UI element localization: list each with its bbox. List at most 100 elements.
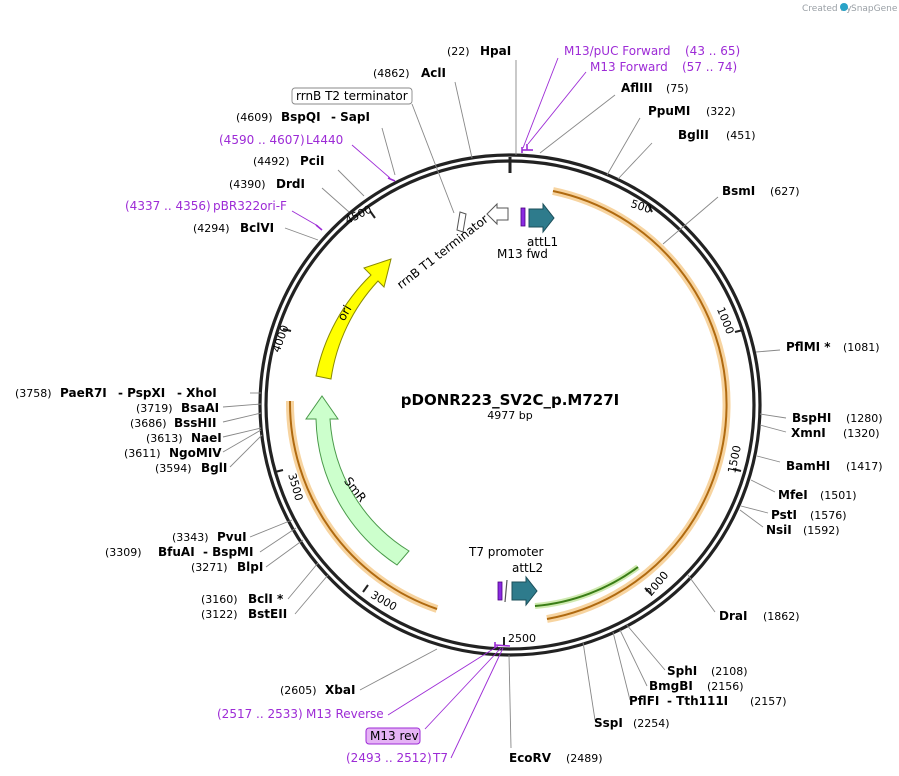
- site-pos-nsii: (1592): [803, 524, 840, 537]
- site-pos-paer7i: (3758): [15, 387, 52, 400]
- site-name-tth111i: - Tth111I: [667, 694, 728, 708]
- site-pos-psti: (1576): [810, 509, 847, 522]
- site-name-xhoi: - XhoI: [177, 386, 217, 400]
- site-pos-pcii: (4492): [253, 155, 290, 168]
- site-pos-bmgbi: (2156): [707, 680, 744, 693]
- site-name-bsteii: BstEII: [248, 607, 287, 621]
- m13-fwd-label: M13 fwd: [497, 247, 548, 261]
- site-name-acli: AclI: [421, 66, 446, 80]
- site-pos-mfei: (1501): [820, 489, 857, 502]
- site-name-bgli: BglI: [201, 461, 227, 475]
- site-name-afliii: AflIII: [621, 81, 653, 95]
- primer-name-m13rev: M13 Reverse: [306, 707, 384, 721]
- site-pos-blpi: (3271): [191, 561, 228, 574]
- site-pos-sspi: (2254): [633, 717, 670, 730]
- site-name-bcli: BclI *: [248, 592, 284, 606]
- site-pos-bclvi: (4294): [193, 222, 230, 235]
- snapgene-logo-icon: [840, 3, 848, 11]
- tick-1500: 1500: [725, 444, 744, 474]
- site-pos-bfuai: (3309): [105, 546, 142, 559]
- site-name-sphi: SphI: [667, 664, 697, 678]
- attl2-label: attL2: [512, 561, 543, 575]
- site-pos-xmni: (1320): [843, 427, 880, 440]
- primer-name-t7: T7: [432, 751, 448, 765]
- primer-leaders: [291, 57, 587, 759]
- site-pos-bgli: (3594): [155, 462, 192, 475]
- primer-name-m13puc: M13/pUC Forward: [564, 44, 671, 58]
- attl1-label: attL1: [527, 235, 558, 249]
- site-name-bspmi: - BspMI: [203, 545, 253, 559]
- site-pos-pflfi: (2157): [750, 695, 787, 708]
- site-name-bmgbi: BmgBI: [649, 679, 693, 693]
- site-pos-sphi: (2108): [711, 665, 748, 678]
- site-pos-bcli: (3160): [201, 593, 238, 606]
- site-name-xbai: XbaI: [325, 683, 355, 697]
- primer-name-m13fwd: M13 Forward: [590, 60, 668, 74]
- site-pos-acli: (4862): [373, 67, 410, 80]
- site-name-bamhi: BamHI: [786, 459, 830, 473]
- site-name-drai: DraI: [719, 609, 747, 623]
- primer-range-l4440: (4590 .. 4607): [219, 133, 305, 147]
- site-name-paer7i: PaeR7I: [60, 386, 107, 400]
- site-pos-bsshii: (3686): [130, 417, 167, 430]
- site-name-sapi: - SapI: [331, 110, 370, 124]
- rrnb-t1-feature: rrnB T1 terminator: [394, 202, 509, 292]
- site-name-pcii: PciI: [300, 154, 325, 168]
- site-pos-drai: (1862): [763, 610, 800, 623]
- plasmid-length: 4977 bp: [487, 409, 532, 422]
- primer-name-l4440: L4440: [306, 133, 343, 147]
- site-pos-pvui: (3343): [172, 531, 209, 544]
- watermark-text: Created by: [802, 4, 852, 14]
- site-name-ngomiv: NgoMIV: [169, 446, 222, 460]
- site-pos-hpai: (22): [447, 45, 470, 58]
- tick-500: 500: [629, 197, 653, 216]
- primer-range-m13rev: (2517 .. 2533): [217, 707, 303, 721]
- site-name-sspi: SspI: [594, 716, 623, 730]
- site-pos-bsteii: (3122): [201, 608, 238, 621]
- ori-feature: ori: [315, 258, 392, 380]
- site-name-bsmi: BsmI: [722, 184, 755, 198]
- rrnb-t2-label: rrnB T2 terminator: [296, 89, 408, 103]
- primer-range-t7: (2493 .. 2512): [346, 751, 432, 765]
- site-name-pflmi: PflMI *: [786, 340, 831, 354]
- site-pos-ppumi: (322): [706, 105, 736, 118]
- backbone-outer: [258, 153, 762, 657]
- site-name-xmni: XmnI: [791, 426, 826, 440]
- site-name-naei: NaeI: [191, 431, 222, 445]
- smr-feature: SmR: [305, 395, 410, 566]
- site-pos-bamhi: (1417): [846, 460, 883, 473]
- site-name-ecorv: EcoRV: [509, 751, 552, 765]
- site-name-ppumi: PpuMI: [648, 104, 690, 118]
- position-ticks: [274, 203, 744, 645]
- site-pos-xbai: (2605): [280, 684, 317, 697]
- site-pos-drdi: (4390): [229, 178, 266, 191]
- site-name-hpai: HpaI: [480, 44, 511, 58]
- rrnb-t2-box: [291, 87, 413, 105]
- m13-rev-box: [365, 727, 421, 745]
- primer-name-pbr322: pBR322ori-F: [213, 199, 287, 213]
- primer-range-m13fwd: (57 .. 74): [682, 60, 737, 74]
- attl2-feature: T7 promoter attL2: [468, 545, 544, 607]
- site-pos-bspqi: (4609): [236, 111, 273, 124]
- watermark-brand: SnapGene: [851, 4, 898, 14]
- ori-label: ori: [335, 303, 355, 324]
- site-pos-bglii: (451): [726, 129, 756, 142]
- site-name-bglii: BglII: [678, 128, 709, 142]
- site-name-bsphi: BspHI: [792, 411, 831, 425]
- site-name-pflfi: PflFI: [629, 694, 659, 708]
- site-pos-ngomiv: (3611): [124, 447, 161, 460]
- t7-promoter-label: T7 promoter: [468, 545, 544, 559]
- site-pos-naei: (3613): [146, 432, 183, 445]
- site-name-mfei: MfeI: [778, 488, 808, 502]
- m13-rev-label: M13 rev: [370, 729, 419, 743]
- attl1-feature: attL1 M13 fwd: [497, 202, 558, 261]
- plasmid-name: pDONR223_SV2C_p.M727I: [401, 391, 619, 409]
- site-leaders: [222, 60, 787, 749]
- site-name-bspqi: BspQI: [281, 110, 321, 124]
- site-pos-pflmi: (1081): [843, 341, 880, 354]
- site-name-pvui: PvuI: [217, 530, 247, 544]
- site-name-bsaai: BsaAI: [181, 401, 219, 415]
- primer-range-pbr322: (4337 .. 4356): [125, 199, 211, 213]
- site-name-blpi: BlpI: [237, 560, 263, 574]
